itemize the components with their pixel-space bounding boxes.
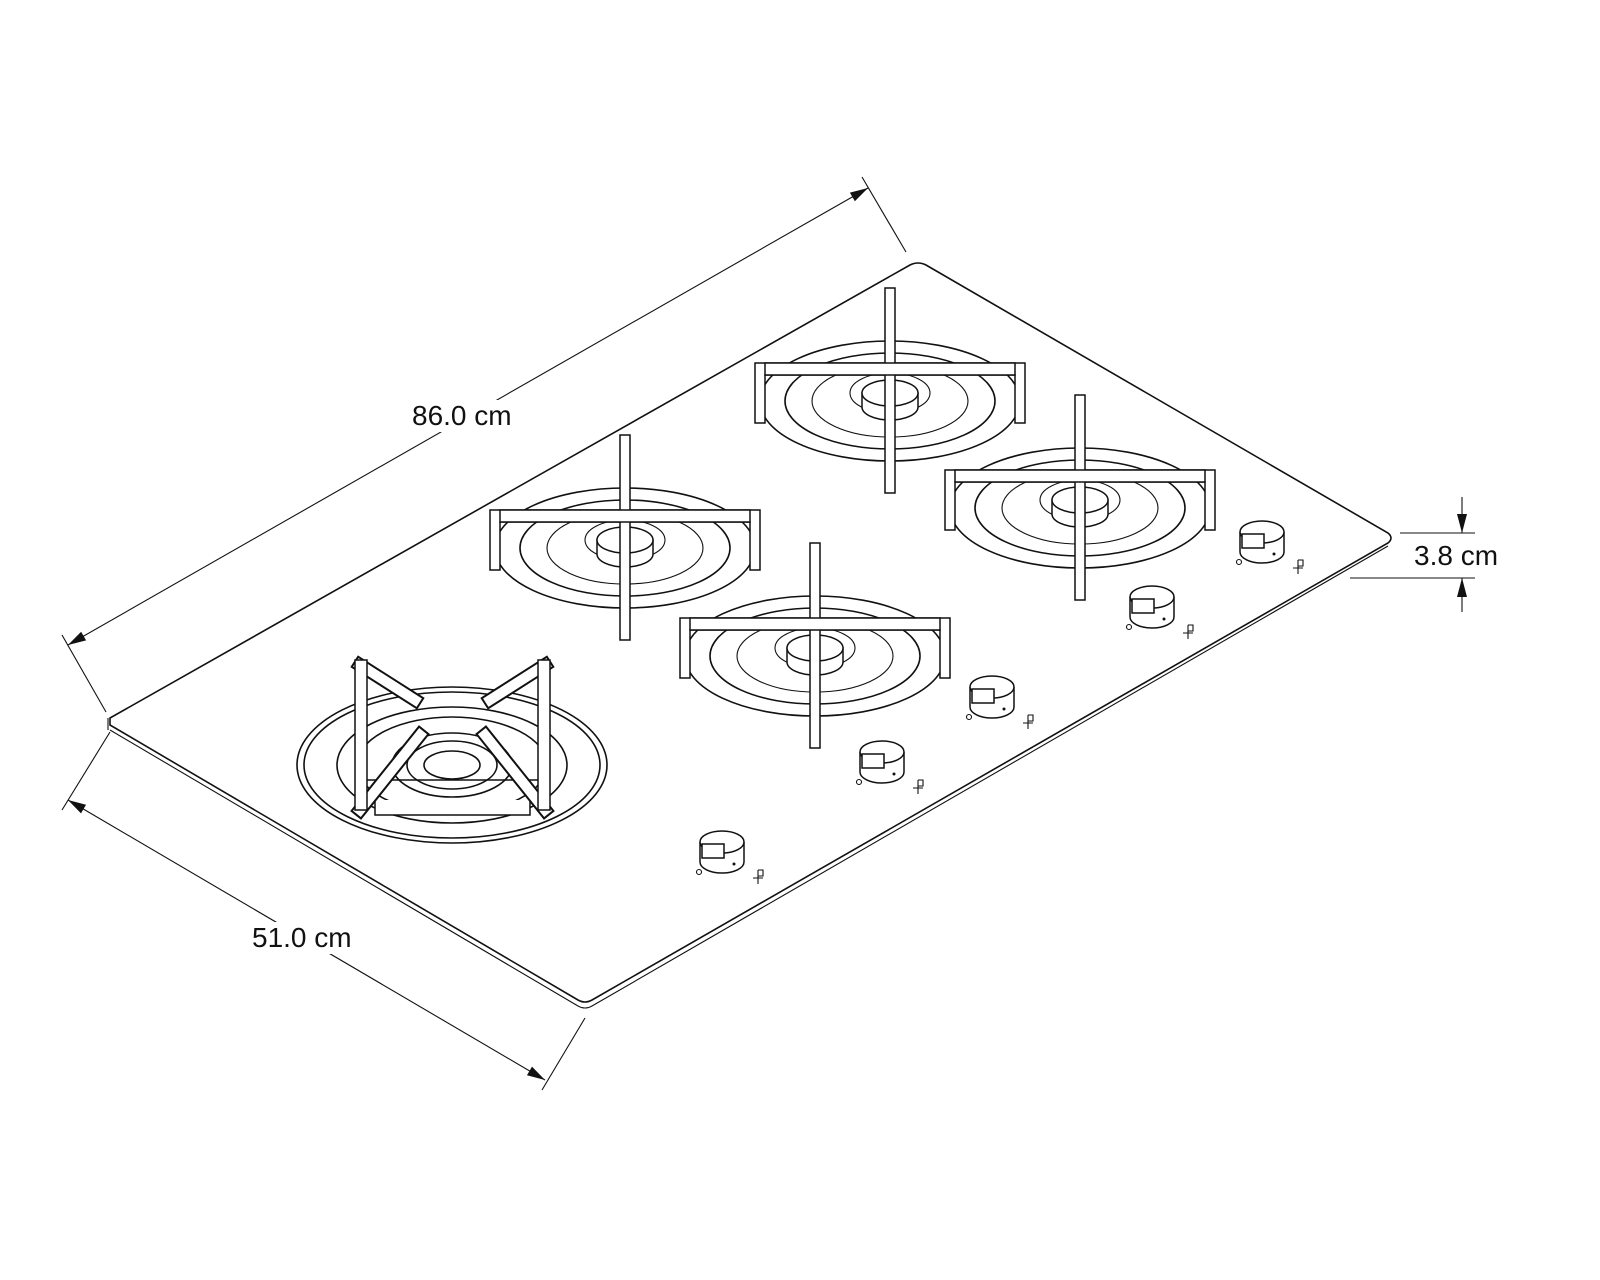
marker-dot xyxy=(1162,617,1166,621)
burner-ring xyxy=(336,706,568,824)
burners xyxy=(296,287,1216,844)
burner-middle-front xyxy=(679,542,951,749)
control-knob xyxy=(1125,585,1194,639)
burner-rear xyxy=(754,287,1026,494)
grate-bar xyxy=(809,542,821,749)
burner-wok xyxy=(296,655,608,844)
flame-symbol-large xyxy=(1183,624,1194,639)
arrow-head xyxy=(1457,578,1467,597)
grate-leg xyxy=(354,659,368,811)
flame-symbol-small xyxy=(1125,623,1133,631)
grate-arm-fill xyxy=(477,727,553,818)
arrow-head xyxy=(849,188,868,202)
grate-bar xyxy=(1074,394,1086,601)
arrow-head xyxy=(1457,514,1467,533)
grate-leg xyxy=(537,659,551,811)
grate-arm-fill xyxy=(352,727,428,818)
extension-line xyxy=(541,1017,586,1091)
burner-ring xyxy=(406,740,498,790)
grate-bar xyxy=(499,509,751,523)
burner-ring xyxy=(296,686,608,844)
flame-symbol-small xyxy=(965,713,973,721)
flame-symbol-large xyxy=(1293,559,1304,574)
flame-symbol-large xyxy=(753,869,764,884)
knob-grip xyxy=(701,843,725,859)
grate-bar xyxy=(619,434,631,641)
burner-right xyxy=(944,394,1216,601)
control-knob xyxy=(1235,520,1304,574)
depth-dimension-label: 51.0 cm xyxy=(248,922,356,954)
knob-grip xyxy=(1241,533,1265,549)
arrow-head xyxy=(526,1066,545,1080)
burner-ring xyxy=(356,716,548,814)
arrow-head xyxy=(68,800,87,814)
burner-left-rear xyxy=(489,434,761,641)
grate-arm-fill xyxy=(483,658,552,707)
knob-grip xyxy=(971,688,995,704)
grate-bar xyxy=(764,362,1016,376)
marker-dot xyxy=(892,772,896,776)
flame-symbol-large xyxy=(1023,714,1034,729)
marker-dot xyxy=(732,862,736,866)
height-dimension-label: 3.8 cm xyxy=(1410,540,1503,572)
marker-dot xyxy=(1002,707,1006,711)
cooktop-outline xyxy=(107,262,1392,1009)
extension-line xyxy=(861,176,907,253)
burner-ring xyxy=(423,750,481,780)
control-knob xyxy=(695,830,764,884)
flame-symbol-small xyxy=(1235,558,1243,566)
grate-arm-fill xyxy=(353,658,422,707)
grate-bar xyxy=(689,617,941,631)
extension-line xyxy=(61,634,107,713)
width-dimension-label: 86.0 cm xyxy=(408,400,516,432)
arrow-head xyxy=(68,631,87,645)
flame-symbol-small xyxy=(695,868,703,876)
control-knob xyxy=(965,675,1034,729)
grate-bar xyxy=(884,287,896,494)
knob-grip xyxy=(861,753,885,769)
extension-line xyxy=(61,731,111,811)
burner-ring xyxy=(303,691,601,839)
control-knob xyxy=(855,740,924,794)
flame-symbol-large xyxy=(913,779,924,794)
flame-symbol-small xyxy=(855,778,863,786)
knob-grip xyxy=(1131,598,1155,614)
marker-dot xyxy=(1272,552,1276,556)
control-knobs xyxy=(695,520,1304,884)
grate-bar xyxy=(954,469,1206,483)
